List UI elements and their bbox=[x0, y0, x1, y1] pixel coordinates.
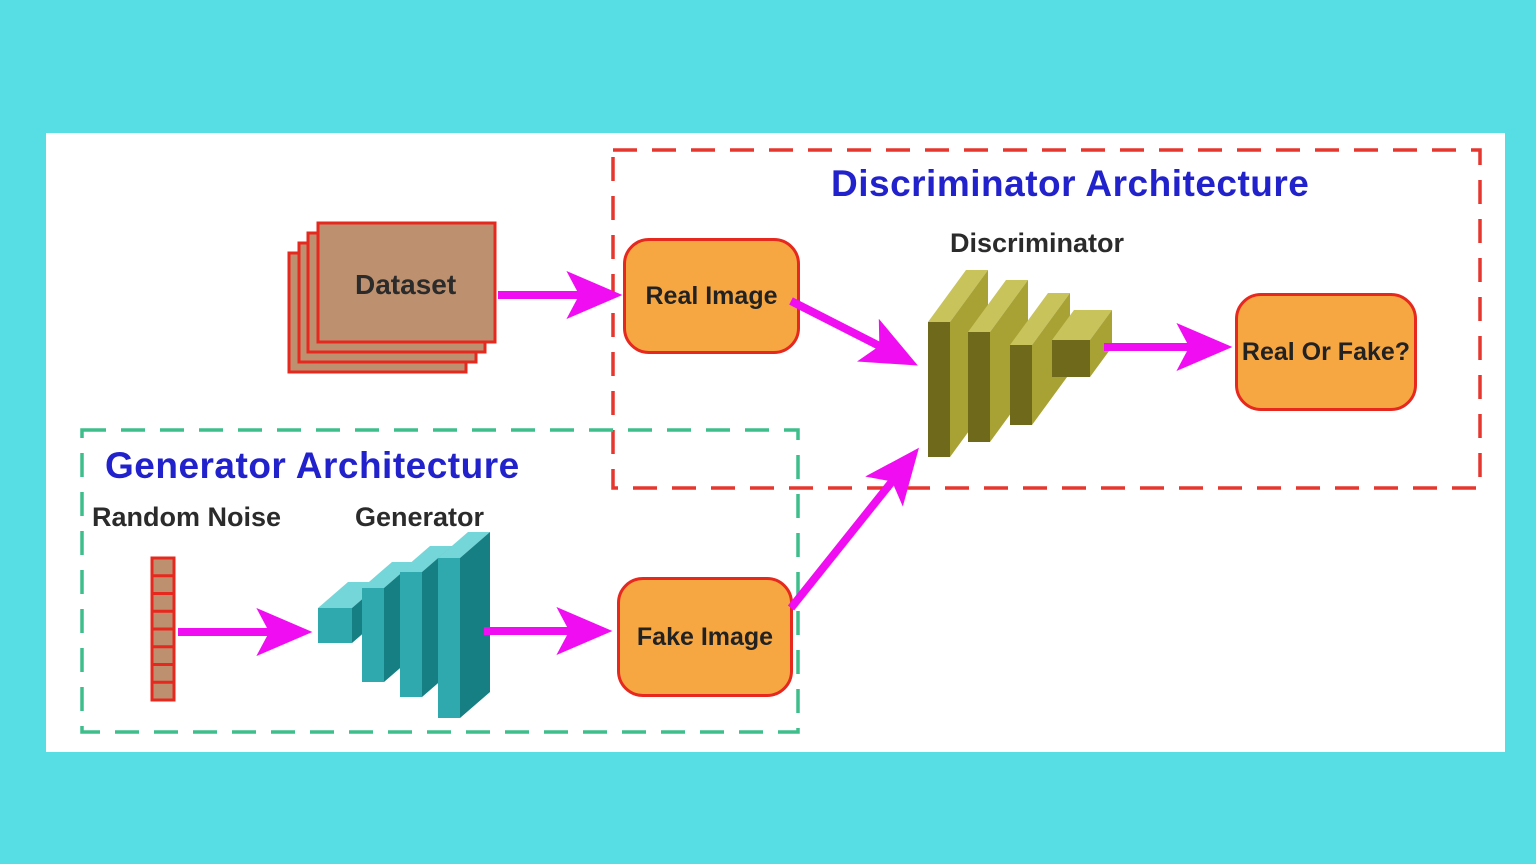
dataset-label: Dataset bbox=[355, 269, 457, 300]
fake-image-box-label: Fake Image bbox=[636, 622, 774, 651]
real-image-box: Real Image bbox=[623, 238, 800, 354]
discriminator-architecture-title: Discriminator Architecture bbox=[831, 163, 1310, 204]
generator-architecture-title: Generator Architecture bbox=[105, 445, 520, 486]
real-or-fake-box: Real Or Fake? bbox=[1235, 293, 1417, 411]
real-or-fake-box-label: Real Or Fake? bbox=[1241, 337, 1411, 366]
generator-label: Generator bbox=[355, 502, 485, 532]
random-noise-label: Random Noise bbox=[92, 502, 282, 532]
fake-image-box: Fake Image bbox=[617, 577, 793, 697]
discriminator-label: Discriminator bbox=[950, 228, 1125, 258]
real-image-box-label: Real Image bbox=[645, 281, 778, 310]
